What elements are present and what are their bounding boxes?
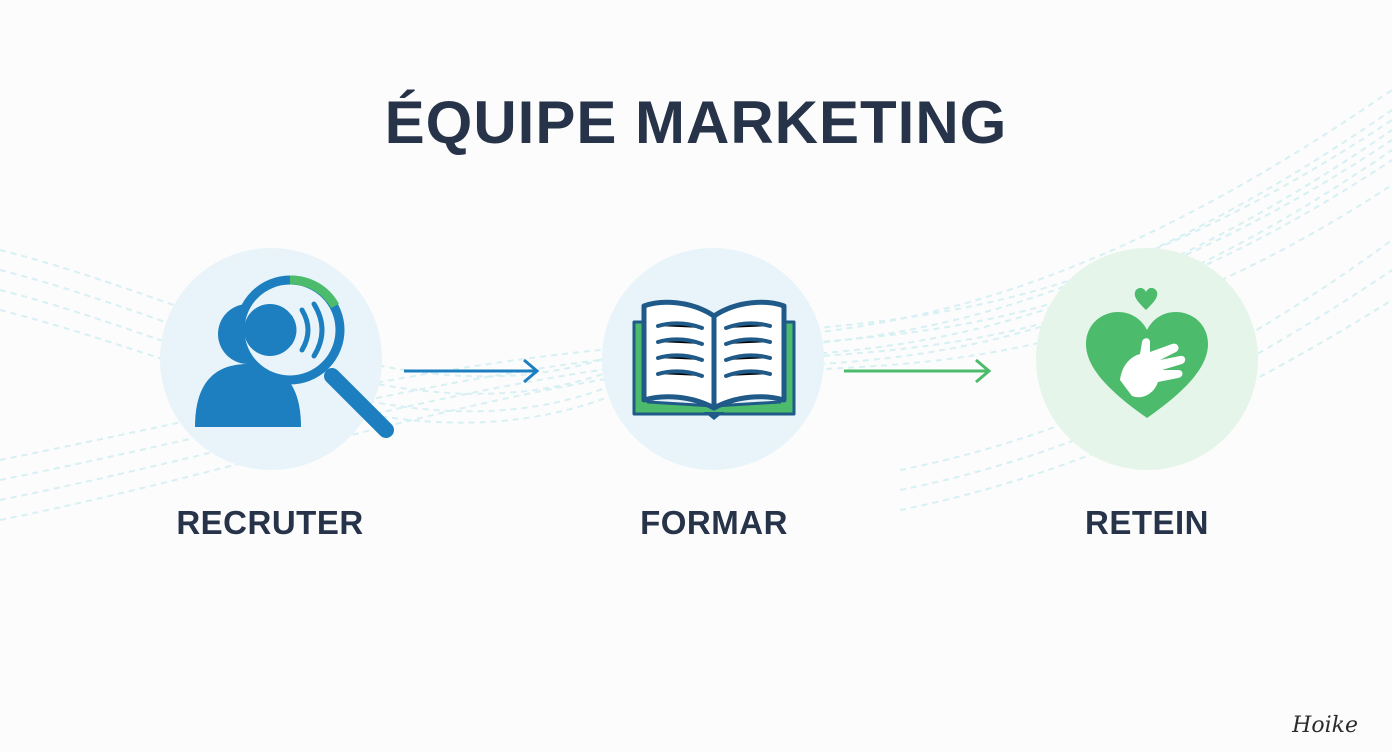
watermark-logo: Hoike	[1292, 713, 1358, 738]
stage-label-retein: RETEIN	[1084, 504, 1209, 541]
open-book-icon	[632, 299, 796, 420]
arrow-right-icon	[404, 358, 540, 384]
arrow-right-icon	[844, 358, 992, 384]
person-magnifier-icon	[195, 275, 394, 438]
stage-label-formar: FORMAR	[640, 504, 788, 541]
diagram-title: ÉQUIPE MARKETING	[384, 89, 1008, 156]
heart-hand-icon	[1086, 287, 1208, 418]
stage-label-recruter: RECRUTER	[176, 504, 364, 541]
